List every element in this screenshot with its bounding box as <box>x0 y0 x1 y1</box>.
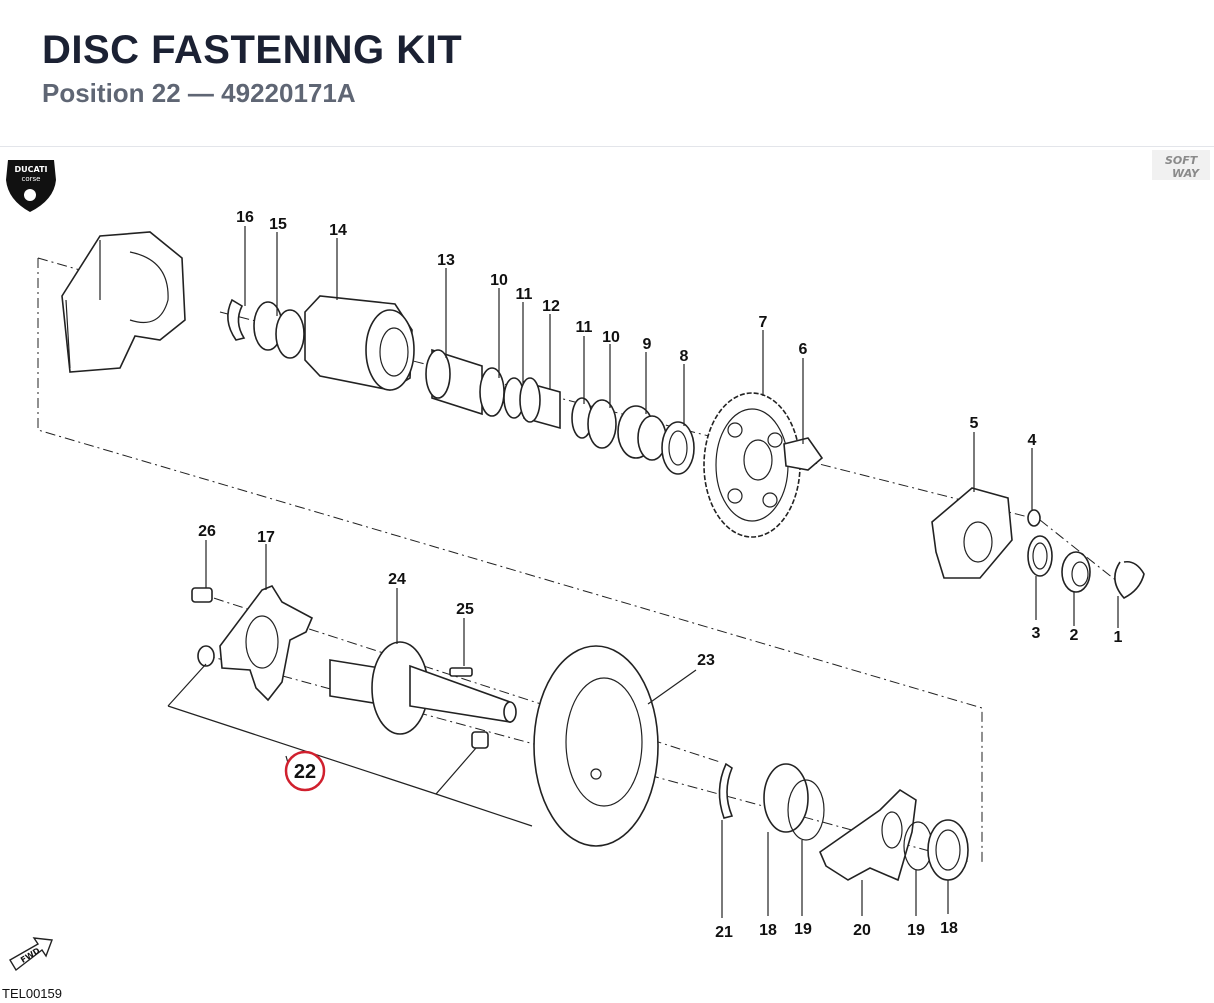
callout-18a: 18 <box>759 922 777 939</box>
callout-2: 2 <box>1070 627 1079 644</box>
position-22-highlight[interactable]: 22 <box>284 750 326 792</box>
part-22-nut <box>197 645 215 667</box>
callout-14: 14 <box>329 222 347 239</box>
header-divider <box>0 146 1214 147</box>
ducati-logo-text: DUCATI <box>14 165 47 174</box>
callout-5: 5 <box>970 415 979 432</box>
page-subtitle: Position 22 — 49220171A <box>42 78 356 108</box>
callout-20: 20 <box>853 922 871 939</box>
callout-13: 13 <box>437 252 455 269</box>
callout-6: 6 <box>799 341 808 358</box>
callout-26: 26 <box>198 523 216 540</box>
part-10a-bearing <box>479 367 505 417</box>
corse-logo-text: corse <box>22 175 41 183</box>
callout-19a: 19 <box>794 921 812 938</box>
part-26-stud <box>191 587 213 603</box>
callout-7: 7 <box>759 314 768 331</box>
part-10b-bearing <box>587 399 617 449</box>
part-22-bushing <box>471 731 489 749</box>
callout-25: 25 <box>456 601 474 618</box>
part-18a-shim <box>763 763 809 833</box>
part-23-brake-disc <box>533 645 659 847</box>
swingarm-housing <box>61 231 186 373</box>
part-14-eccentric-hub <box>304 295 415 391</box>
softway-logo-line2: WAY <box>1172 167 1200 180</box>
callout-23: 23 <box>697 652 715 669</box>
callout-18b: 18 <box>940 920 958 937</box>
callout-21: 21 <box>715 924 733 941</box>
part-8-seal <box>661 421 695 475</box>
callout-9: 9 <box>643 336 652 353</box>
softway-logo-line1: SOFT <box>1165 154 1199 167</box>
part-9-spacer <box>617 405 667 461</box>
part-19a-oring <box>787 779 825 841</box>
part-2-ring-nut <box>1061 551 1091 593</box>
callout-15: 15 <box>269 216 287 233</box>
callout-10b: 10 <box>602 329 620 346</box>
part-18b-shim <box>927 819 969 881</box>
part-17-caliper-bracket <box>219 585 314 702</box>
callout-labels: 16 15 14 13 10 11 12 11 10 9 8 7 6 5 4 3… <box>198 209 1122 941</box>
part-21-circlip <box>718 762 734 819</box>
callout-1: 1 <box>1114 629 1123 646</box>
callout-22[interactable]: 22 <box>294 761 316 783</box>
part-24-wheel-shaft <box>329 641 517 735</box>
callout-3: 3 <box>1032 625 1041 642</box>
part-15-bearing <box>253 301 305 359</box>
callout-17: 17 <box>257 529 275 546</box>
callout-19b: 19 <box>907 922 925 939</box>
part-4-nut <box>1027 509 1041 527</box>
callout-11a: 11 <box>516 286 533 303</box>
softway-logo: SOFT WAY <box>1152 150 1210 180</box>
part-25-bolt <box>449 667 473 677</box>
ducati-corse-logo: DUCATI corse <box>6 160 56 212</box>
part-1-circlip <box>1114 560 1145 599</box>
part-16-circlip <box>227 298 246 341</box>
fwd-arrow-icon: FWD <box>9 937 53 972</box>
drawing-reference-code: TEL00159 <box>2 986 62 1001</box>
page-title: DISC FASTENING KIT <box>42 28 463 72</box>
callout-4: 4 <box>1028 432 1037 449</box>
position-22-circle[interactable] <box>284 750 326 792</box>
part-7-sprocket <box>703 392 801 538</box>
part-13-spacer <box>425 348 483 416</box>
callout-8: 8 <box>680 348 689 365</box>
callout-10a: 10 <box>490 272 508 289</box>
part-20-torque-arm <box>819 788 917 882</box>
callout-11b: 11 <box>576 319 593 336</box>
callout-16: 16 <box>236 209 254 226</box>
part-5-flange <box>931 487 1013 579</box>
callout-24: 24 <box>388 571 406 588</box>
part-3-washer <box>1027 535 1053 577</box>
part-12-needle-bearing <box>519 377 561 430</box>
part-6-sprocket-flange <box>783 437 824 471</box>
callout-12: 12 <box>542 298 560 315</box>
